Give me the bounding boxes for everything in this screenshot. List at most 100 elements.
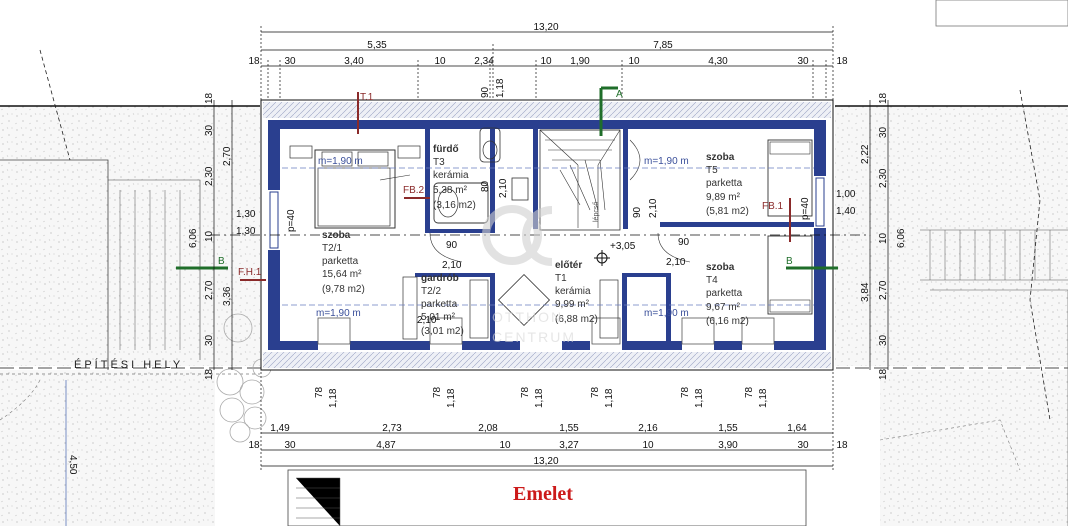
door-width: 80 xyxy=(480,180,491,192)
right-dim: 30 xyxy=(878,334,889,346)
bottom-dim-row2: 18 xyxy=(248,440,260,451)
room-area: 5,38 m² xyxy=(433,185,468,196)
callout-label: T.1 xyxy=(360,92,374,103)
top-dim-row3: 18 xyxy=(836,56,848,67)
right-dim: 30 xyxy=(878,126,889,138)
right-dim: 1,00 xyxy=(836,189,856,200)
window-dim: 78 xyxy=(590,386,601,398)
left-dim: 18 xyxy=(204,92,215,104)
room-name: gardrób xyxy=(421,273,459,284)
room-net-area: (9,78 m2) xyxy=(322,284,365,295)
left-dimensions: 18 30 2,30 2,70 1,30 10 1,30 6,06 2,70 3… xyxy=(188,92,256,380)
room-code: T4 xyxy=(706,275,718,286)
room-net-area: (6,88 m2) xyxy=(555,314,598,325)
left-dim: 6,06 xyxy=(188,228,199,248)
bottom-dim-row1: 1,55 xyxy=(559,423,579,434)
window-dim: 1,18 xyxy=(534,388,545,408)
door-height: 2,10 xyxy=(648,198,659,218)
vertical-dim: 90 xyxy=(480,86,491,98)
parapet-height: p=40 xyxy=(800,197,811,220)
room-net-area: (3,01 m2) xyxy=(421,326,464,337)
door-dimensions: 90 90 90 2,10 2,10 2,10 2,10 2,10 80 +3,… xyxy=(286,178,811,326)
room-net-area: (5,81 m2) xyxy=(706,206,749,217)
bottom-dim-row2: 3,27 xyxy=(559,440,579,451)
height-line-label: m=1,90 m xyxy=(316,308,361,319)
staircase xyxy=(539,129,621,231)
right-dim: 2,30 xyxy=(878,168,889,188)
room-code: T1 xyxy=(555,273,567,284)
bottom-dim-row1: 1,55 xyxy=(718,423,738,434)
window-dim: 78 xyxy=(744,386,755,398)
top-dim-row3: 30 xyxy=(284,56,296,67)
section-marks xyxy=(176,86,838,281)
room-floor: parketta xyxy=(706,178,743,189)
section-label-b: B xyxy=(786,256,793,267)
window-dim: 1,18 xyxy=(694,388,705,408)
callout-label: FB.1 xyxy=(762,201,784,212)
parapet-height: p=40 xyxy=(286,209,297,232)
room-net-area: (3,16 m2) xyxy=(433,200,476,211)
watermark-text: CENTRUM xyxy=(492,329,576,345)
window-dim: 1,18 xyxy=(328,388,339,408)
top-dimensions: 13,20 5,35 7,85 18 30 3,40 10 2,34 10 1,… xyxy=(248,22,848,98)
window-dim: 78 xyxy=(520,386,531,398)
door-height: 2,10 xyxy=(442,260,462,271)
callout-label: FB.2 xyxy=(403,185,425,196)
left-dim: 10 xyxy=(204,230,215,242)
right-dim: 10 xyxy=(878,232,889,244)
drawing-title: Emelet xyxy=(513,483,573,505)
top-dim-row3: 3,40 xyxy=(344,56,364,67)
section-label-a: A xyxy=(616,89,623,100)
bottom-dim-row1: 1,64 xyxy=(787,423,807,434)
top-dim-row2: 7,85 xyxy=(653,40,673,51)
top-dim-row3: 10 xyxy=(628,56,640,67)
room-name: szoba xyxy=(706,152,735,163)
bottom-dim-row1: 2,73 xyxy=(382,423,402,434)
room-area: 15,64 m² xyxy=(322,269,362,280)
bottom-total-dim: 13,20 xyxy=(533,456,558,467)
room-area: 9,99 m² xyxy=(555,299,590,310)
level-mark: +3,05 xyxy=(610,241,636,252)
left-dim: 30 xyxy=(204,124,215,136)
room-floor: parketta xyxy=(421,299,458,310)
bottom-dim-row1: 2,16 xyxy=(638,423,658,434)
door-height: 2,10 xyxy=(498,178,509,198)
room-area: 9,89 m² xyxy=(706,192,741,203)
room-area: 9,67 m² xyxy=(706,302,741,313)
room-area: 5,01 m² xyxy=(421,312,456,323)
room-code: T3 xyxy=(433,157,445,168)
bottom-dim-row1: 2,08 xyxy=(478,423,498,434)
bottom-dimensions: 1,49 2,73 2,08 1,55 2,16 1,55 1,64 18 30… xyxy=(248,386,848,467)
room-name: szoba xyxy=(706,262,735,273)
top-total-dim: 13,20 xyxy=(533,22,558,33)
left-dim: 2,30 xyxy=(204,166,215,186)
right-dimensions: 18 30 2,22 2,30 1,00 1,40 10 6,06 3,84 2… xyxy=(836,92,907,380)
bottom-dim-row2: 10 xyxy=(642,440,654,451)
room-name: előtér xyxy=(555,260,582,271)
bottom-dim-row2: 30 xyxy=(284,440,296,451)
bottom-dim-row2: 4,87 xyxy=(376,440,396,451)
site-dim: 4,50 xyxy=(67,455,78,475)
door-width: 90 xyxy=(446,240,458,251)
right-dim: 2,22 xyxy=(860,144,871,164)
room-floor: kerámia xyxy=(433,170,469,181)
callout-label: F.H.1 xyxy=(238,267,262,278)
left-dim: 30 xyxy=(204,334,215,346)
dimension-lines xyxy=(213,26,889,470)
room-floor: parketta xyxy=(706,288,743,299)
building-footprint xyxy=(210,99,870,371)
door-width: 90 xyxy=(678,237,690,248)
room-net-area: (6,16 m2) xyxy=(706,316,749,327)
window-dim: 1,18 xyxy=(604,388,615,408)
site-label: ÉPÍTÉSI HELY xyxy=(74,358,183,371)
left-dim: 18 xyxy=(204,368,215,380)
right-dim: 18 xyxy=(878,368,889,380)
height-line-labels: m=1,90 m m=1,90 m m=1,90 m m=1,90 m xyxy=(316,156,689,319)
watermark-text: OTTHON xyxy=(492,309,563,325)
annotation-labels: A B B T.1 FB.2 FB.1 F.H.1 xyxy=(218,89,793,278)
right-dim: 1,40 xyxy=(836,206,856,217)
window-dim: 78 xyxy=(680,386,691,398)
top-dim-row2: 5,35 xyxy=(367,40,387,51)
